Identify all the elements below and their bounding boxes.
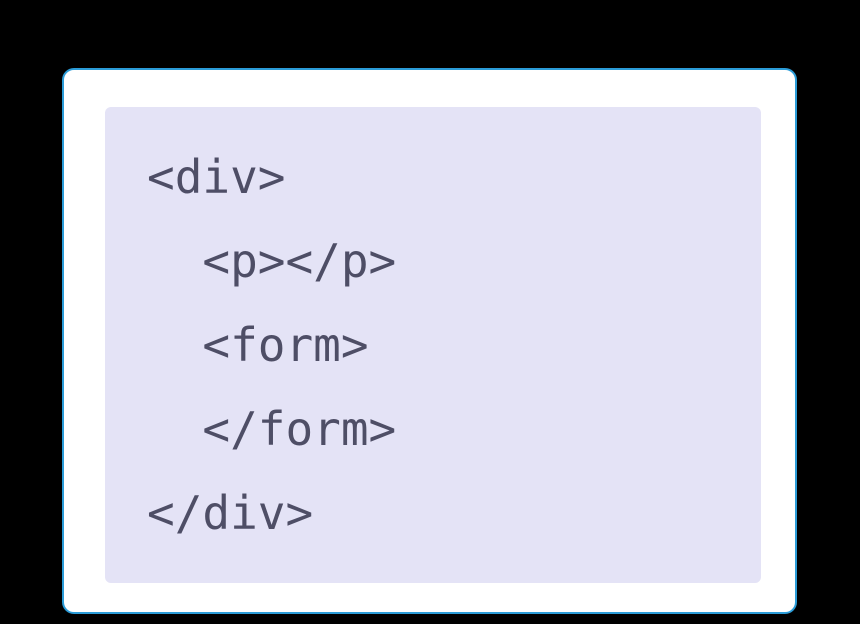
code-line: </div> xyxy=(147,486,314,540)
code-line: <form> xyxy=(147,318,369,372)
code-block: <div> <p></p> <form> </form> </div> xyxy=(105,107,761,583)
code-line: <div> xyxy=(147,150,286,204)
code-card: <div> <p></p> <form> </form> </div> xyxy=(62,68,797,614)
code-line: <p></p> xyxy=(147,234,397,288)
code-line: </form> xyxy=(147,402,397,456)
